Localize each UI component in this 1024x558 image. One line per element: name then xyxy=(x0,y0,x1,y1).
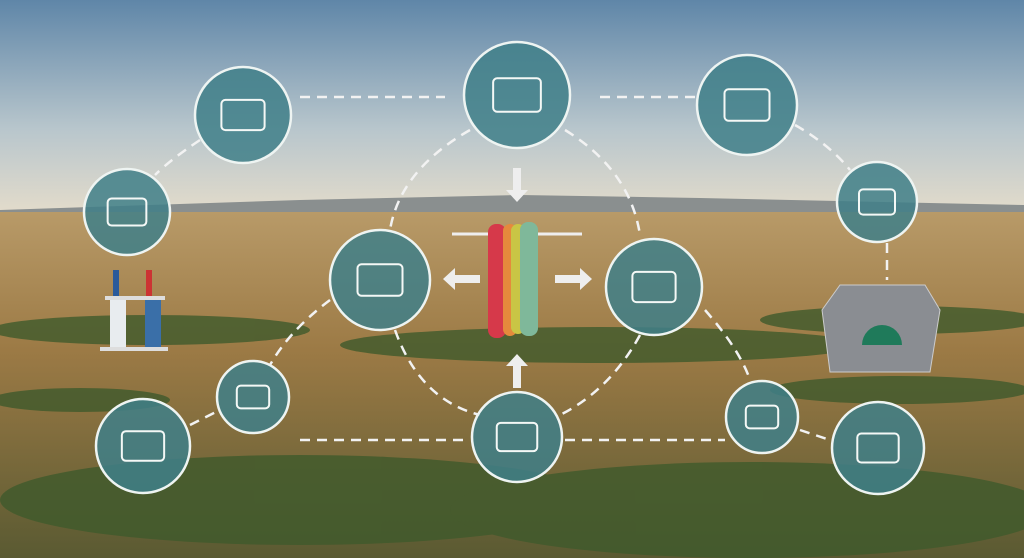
arrows xyxy=(443,168,592,388)
wind-turbines-icon xyxy=(462,40,572,150)
bicycle-icon xyxy=(604,237,704,337)
clipboard-icon xyxy=(328,228,432,332)
machine-icon xyxy=(215,359,291,435)
fuel-station-icon xyxy=(835,160,919,244)
machine xyxy=(821,284,941,373)
spools xyxy=(100,270,168,351)
recycle-leaves-icon xyxy=(724,379,800,455)
elephant-monitor-icon xyxy=(470,390,564,484)
city-wind-turbine-icon xyxy=(193,65,293,165)
tractor-icon xyxy=(830,400,926,496)
wind-sculpture-icon xyxy=(82,167,172,257)
color-bars xyxy=(452,222,582,338)
keyboard-icon xyxy=(94,397,192,495)
recycle-icon xyxy=(695,53,799,157)
connector-lines xyxy=(154,95,889,442)
